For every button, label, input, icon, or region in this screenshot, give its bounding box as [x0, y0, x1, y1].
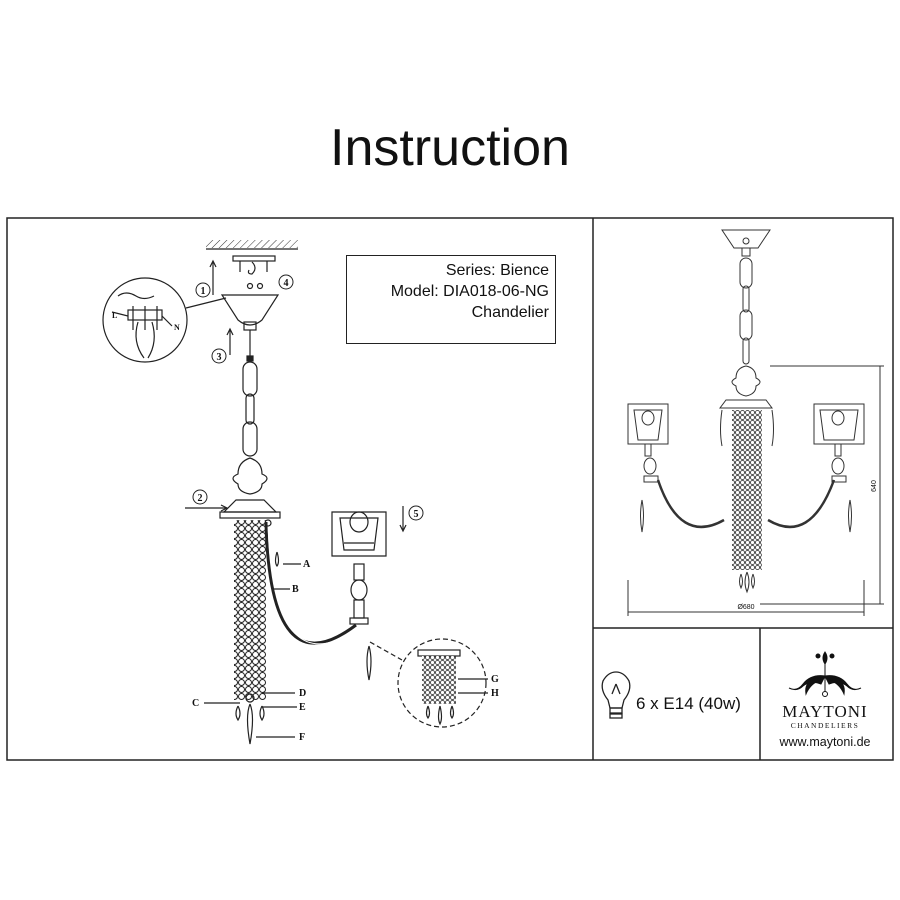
height-label: 640: [871, 480, 878, 492]
step-1-label: 1: [201, 286, 206, 297]
dimension-drawing: [627, 229, 884, 616]
part-labels: A B C D E F G H L N: [112, 311, 499, 743]
part-g-label: G: [491, 674, 499, 685]
frame: [6, 217, 894, 761]
maytoni-logo-icon: [788, 651, 862, 697]
bulb-spec: 6 x E14 (40w): [636, 694, 741, 713]
wire-neutral-label: N: [174, 323, 180, 332]
series-label: Series: Bience: [445, 262, 549, 279]
brand-url[interactable]: www.maytoni.de: [779, 735, 871, 749]
light-bulb-icon: [601, 671, 631, 719]
part-h-label: H: [491, 688, 499, 699]
part-d-label: D: [299, 688, 306, 699]
model-label: Model: DIA018-06-NG: [390, 283, 549, 300]
step-5-label: 5: [414, 509, 419, 520]
step-3-label: 3: [217, 352, 222, 363]
brand-tagline: CHANDELIERS: [790, 721, 860, 730]
assembly-drawing: [102, 240, 488, 745]
product-type-label: Chandelier: [471, 304, 549, 321]
wire-live-label: L: [112, 311, 117, 320]
page-title: Instruction: [330, 119, 570, 177]
part-b-label: B: [292, 584, 299, 595]
part-c-label: C: [192, 698, 199, 709]
step-labels: 1 2 3 4 5: [192, 274, 424, 521]
dimension-labels: Ø680 640: [737, 480, 878, 611]
step-4-label: 4: [284, 278, 289, 289]
part-e-label: E: [299, 702, 306, 713]
part-f-label: F: [299, 732, 305, 743]
product-info-box: Series: Bience Model: DIA018-06-NG Chand…: [346, 255, 556, 344]
diameter-label: Ø680: [737, 604, 754, 611]
brand-name: MAYTONI: [782, 702, 868, 721]
step-2-label: 2: [198, 493, 203, 504]
part-a-label: A: [303, 559, 311, 570]
